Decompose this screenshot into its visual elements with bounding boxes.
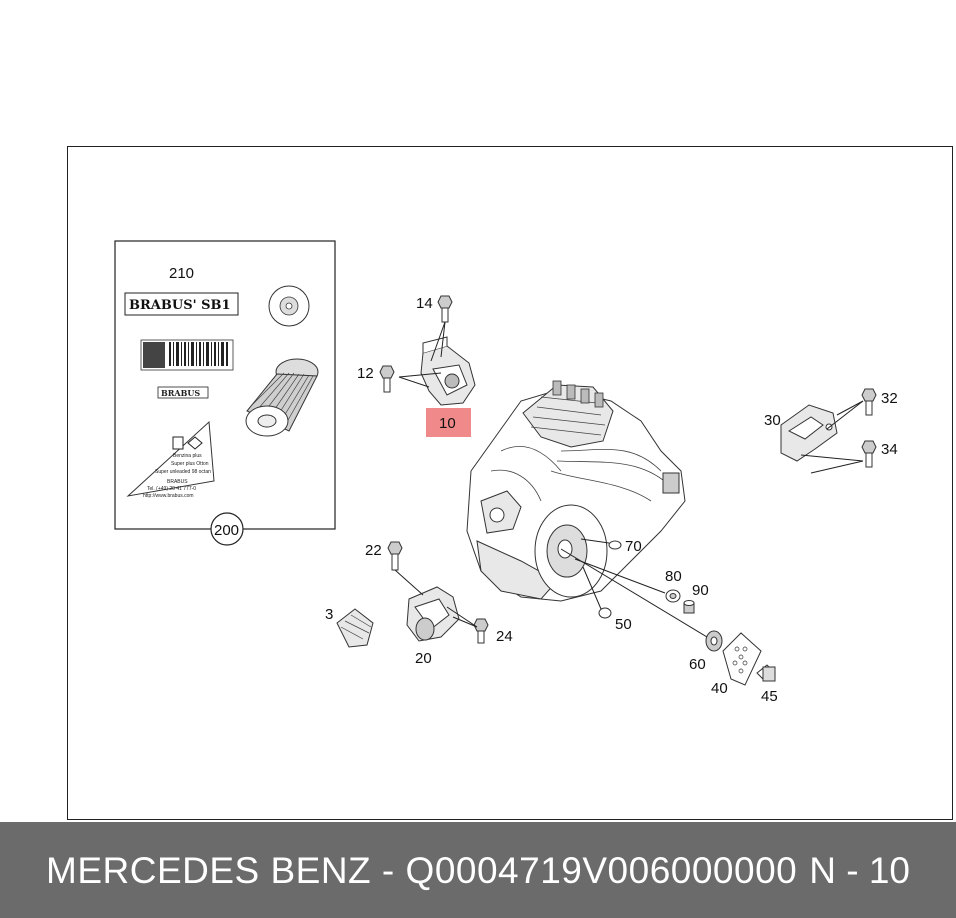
sb1-logo-text: BRABUS' SB1 [129,298,231,313]
callout-70[interactable]: 70 [625,538,642,555]
callout-200-circle [210,512,244,546]
callout-10-highlight [426,408,471,437]
svg-text:BRABUS: BRABUS [167,479,188,485]
callout-14[interactable]: 14 [416,295,433,312]
callout-12[interactable]: 12 [357,365,374,382]
footer-position-label: N - 10 [809,850,910,891]
mount-30-icon [780,404,838,462]
callout-50[interactable]: 50 [615,616,632,633]
svg-text:http://www.brabus.com: http://www.brabus.com [143,493,194,499]
parts-diagram-frame: BRABUS' SB1 BRABUS [67,146,953,820]
kit-box-group: BRABUS' SB1 BRABUS [114,240,336,546]
bolt-22-icon [387,541,403,571]
engine-block-icon [466,380,686,602]
footer-bar: MERCEDES BENZ - Q0004719V006000000 N - 1… [0,822,956,918]
seal-70-icon [608,540,622,550]
callout-34[interactable]: 34 [881,441,898,458]
small-logo-text: BRABUS [161,388,200,398]
callout-32[interactable]: 32 [881,390,898,407]
oil-filter-icon [245,358,319,437]
barcode-label [140,339,234,371]
callout-3[interactable]: 3 [325,606,333,623]
callout-90[interactable]: 90 [692,582,709,599]
footer-title: MERCEDES BENZ - Q0004719V006000000 [46,850,798,891]
mount-20-group: 22 3 20 24 [325,541,513,667]
seal-50-icon [598,607,612,619]
plug-90-icon [683,600,695,614]
callout-22[interactable]: 22 [365,542,382,559]
bolt-34-icon [861,440,877,468]
callout-20[interactable]: 20 [415,650,432,667]
flywheel-parts-group: 70 80 90 50 60 [560,538,778,705]
callout-45[interactable]: 45 [761,688,778,705]
plate-40-icon [722,632,762,686]
bolt-24-icon [473,618,489,644]
bolt-12-icon [379,365,395,393]
callout-30[interactable]: 30 [764,412,781,429]
bolt-45-icon [756,664,776,682]
svg-text:Super unleaded 98 octan: Super unleaded 98 octan [155,469,211,475]
callout-80[interactable]: 80 [665,568,682,585]
svg-text:Tel. (+49) 20 41 777-0: Tel. (+49) 20 41 777-0 [147,486,196,492]
bolt-32-icon [861,388,877,416]
callout-24[interactable]: 24 [496,628,513,645]
disc-icon [268,285,310,327]
engine-mount-10-icon [420,336,476,406]
small-logo-box [157,386,209,399]
mount-30-group: 30 32 34 [764,388,898,474]
callout-10[interactable]: 10 [439,415,456,432]
callout-40[interactable]: 40 [711,680,728,697]
bolt-14-icon [437,295,453,323]
callout-60[interactable]: 60 [689,656,706,673]
fuel-sticker: Benzina plus Super plus Otton Super unle… [126,420,215,499]
sb1-sticker [124,292,239,316]
engine-mount-10-group: 14 12 10 [357,295,476,437]
svg-text:Benzina plus: Benzina plus [173,453,202,459]
hub-60-icon [705,630,723,652]
bracket-3-icon [336,608,374,648]
mount-20-icon [406,586,460,642]
parts-diagram: BRABUS' SB1 BRABUS [114,240,898,705]
callout-200[interactable]: 200 [214,522,239,539]
callout-210[interactable]: 210 [169,265,194,282]
svg-text:Super plus Otton: Super plus Otton [171,461,209,467]
